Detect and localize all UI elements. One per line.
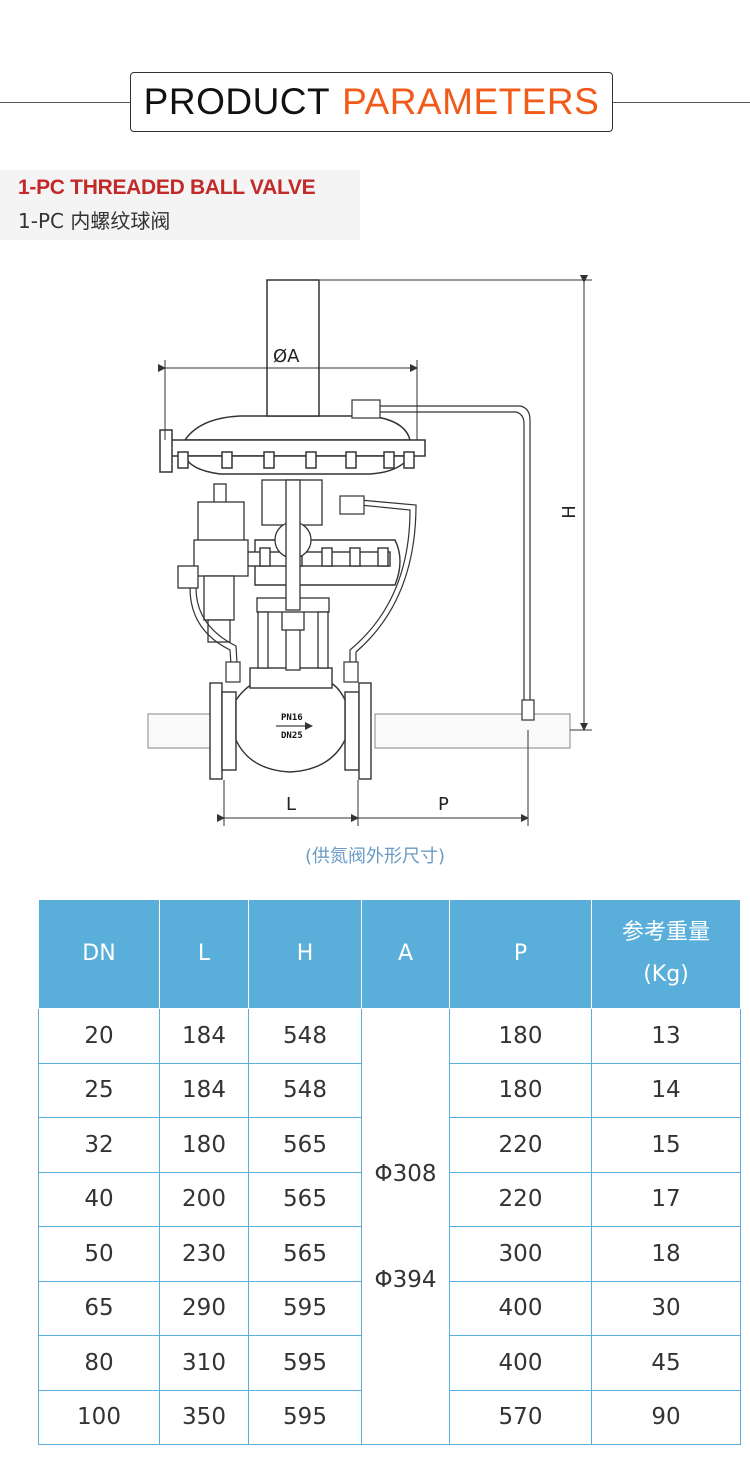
- cell-kg: 15: [591, 1117, 741, 1173]
- parameter-table: DN L H A P 参考重量 (Kg) 20 184 548 Φ308 Φ39…: [38, 899, 741, 1445]
- header-weight-unit: (Kg): [643, 962, 689, 987]
- header-dn: DN: [38, 899, 160, 1009]
- cell-l: 200: [159, 1171, 249, 1227]
- header-l: L: [159, 899, 249, 1009]
- table-row: 80 310 595 400 45: [38, 1335, 741, 1391]
- section-title-word1: PRODUCT: [143, 81, 331, 122]
- table-row: 50 230 565 300 18: [38, 1226, 741, 1282]
- label-a: ØA: [273, 346, 300, 367]
- cell-p: 220: [449, 1171, 592, 1227]
- dimension-labels: ØA H L P: [273, 346, 580, 815]
- label-l: L: [286, 794, 296, 815]
- pilot-regulator: [177, 483, 249, 643]
- cell-dn: 100: [38, 1389, 160, 1445]
- cell-p: 570: [449, 1389, 592, 1445]
- cell-p: 220: [449, 1117, 592, 1173]
- cell-dn: 20: [38, 1008, 160, 1064]
- section-title: PRODUCT PARAMETERS: [130, 72, 613, 132]
- cell-kg: 17: [591, 1171, 741, 1227]
- spring-column: [266, 279, 320, 417]
- cell-p: 300: [449, 1226, 592, 1282]
- cell-kg: 18: [591, 1226, 741, 1282]
- product-title-en: 1-PC THREADED BALL VALVE: [18, 176, 316, 199]
- header-weight-label: 参考重量: [621, 920, 710, 946]
- header-a: A: [361, 899, 450, 1009]
- cell-kg: 45: [591, 1335, 741, 1391]
- cell-kg: 30: [591, 1280, 741, 1336]
- cell-dn: 40: [38, 1171, 160, 1227]
- a-value-1: Φ308: [374, 1160, 437, 1187]
- cell-h: 565: [248, 1171, 362, 1227]
- drawing-caption: (供氮阀外形尺寸): [304, 846, 446, 867]
- cell-l: 230: [159, 1226, 249, 1282]
- cell-dn: 65: [38, 1280, 160, 1336]
- actuator-column: [261, 479, 323, 611]
- label-h: H: [559, 505, 580, 519]
- cell-dn: 80: [38, 1335, 160, 1391]
- cell-l: 180: [159, 1117, 249, 1173]
- svg-text:PN16: PN16: [281, 713, 303, 723]
- label-p: P: [438, 794, 449, 815]
- cell-h: 548: [248, 1062, 362, 1118]
- cell-h: 548: [248, 1008, 362, 1064]
- table-row: 25 184 548 180 14: [38, 1062, 741, 1118]
- table-row: 40 200 565 220 17: [38, 1171, 741, 1227]
- valve-body: [209, 667, 372, 780]
- header-p: P: [449, 899, 592, 1009]
- svg-text:DN25: DN25: [281, 731, 303, 741]
- cell-l: 184: [159, 1008, 249, 1064]
- lower-actuator: [239, 539, 401, 586]
- upper-actuator: [159, 415, 426, 475]
- cell-l: 290: [159, 1280, 249, 1336]
- cell-h: 595: [248, 1335, 362, 1391]
- cell-kg: 13: [591, 1008, 741, 1064]
- table-row: 20 184 548 Φ308 Φ394 180 13: [38, 1008, 741, 1445]
- table-header-row: DN L H A P 参考重量 (Kg): [38, 899, 741, 1009]
- header-h: H: [248, 899, 362, 1009]
- cell-dn: 25: [38, 1062, 160, 1118]
- cell-l: 350: [159, 1389, 249, 1445]
- header-weight: 参考重量 (Kg): [591, 899, 741, 1009]
- a-value-2: Φ394: [374, 1266, 437, 1293]
- header-rule-left: [0, 102, 130, 103]
- section-title-word2: PARAMETERS: [342, 81, 600, 122]
- cell-l: 184: [159, 1062, 249, 1118]
- cell-h: 595: [248, 1389, 362, 1445]
- product-title-cn: 1-PC 内螺纹球阀: [18, 209, 171, 233]
- valve-dimension-drawing: PN16 DN25: [147, 275, 592, 826]
- cell-p: 180: [449, 1008, 592, 1064]
- cell-dn: 32: [38, 1117, 160, 1173]
- cell-h: 565: [248, 1117, 362, 1173]
- tube-fittings: [225, 399, 535, 721]
- cell-l: 310: [159, 1335, 249, 1391]
- cell-kg: 14: [591, 1062, 741, 1118]
- cell-kg: 90: [591, 1389, 741, 1445]
- cell-dn: 50: [38, 1226, 160, 1282]
- cell-a: Φ308 Φ394: [361, 1008, 450, 1445]
- cell-p: 180: [449, 1062, 592, 1118]
- dimension-lines: [158, 275, 592, 826]
- cell-p: 400: [449, 1335, 592, 1391]
- cell-h: 595: [248, 1280, 362, 1336]
- table-row: 65 290 595 400 30: [38, 1280, 741, 1336]
- header-rule-right: [613, 102, 750, 103]
- cell-h: 565: [248, 1226, 362, 1282]
- impulse-tube: [189, 405, 531, 705]
- inlet-pipe: [147, 713, 571, 749]
- nameplate: PN16 DN25: [276, 713, 313, 741]
- table-row: 100 350 595 570 90: [38, 1389, 741, 1445]
- subtitle-background: [0, 170, 360, 240]
- cell-p: 400: [449, 1280, 592, 1336]
